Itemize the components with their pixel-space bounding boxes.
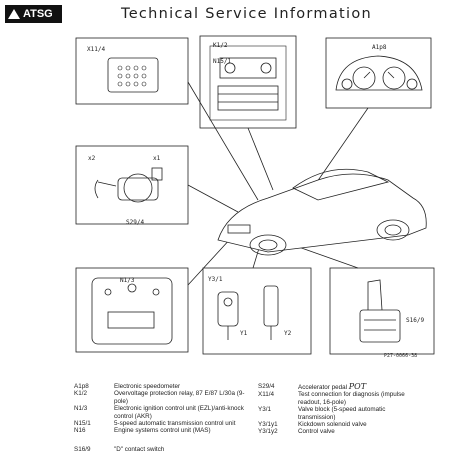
legend-desc: Accelerator pedal bbox=[298, 384, 348, 391]
legend-desc: 5-speed automatic transmission control u… bbox=[114, 420, 236, 428]
legend-row: S29/4 Accelerator pedal POT bbox=[258, 382, 418, 392]
code-y2: Y2 bbox=[284, 330, 292, 337]
legend-code: N15/1 bbox=[74, 420, 91, 428]
legend-extra: S16/9 "D" contact switch bbox=[74, 446, 254, 453]
atsg-logo: ATSG bbox=[5, 5, 62, 23]
legend-left: A1p8 Electronic speedometer K1/2 Overvolta… bbox=[74, 383, 254, 435]
legend-desc: Electronic speedometer bbox=[114, 383, 181, 390]
legend-code: S29/4 bbox=[258, 383, 275, 390]
legend-row: A1p8 Electronic speedometer bbox=[74, 383, 254, 390]
legend-desc-wrap: Accelerator pedal POT bbox=[298, 382, 418, 392]
code-n15-1: N15/1 bbox=[213, 58, 232, 65]
code-x11-4: X11/4 bbox=[87, 46, 106, 53]
code-x1: x1 bbox=[153, 155, 161, 162]
legend-code: N16 bbox=[74, 427, 86, 435]
legend-desc: Valve block (5-speed automatic transmiss… bbox=[298, 406, 386, 421]
legend-code: Y3/1y1 bbox=[258, 421, 278, 429]
legend-code: K1/2 bbox=[74, 390, 87, 398]
code-s16-9: S16/9 bbox=[406, 317, 425, 324]
legend-desc: Test connection for diagnosis (impulse r… bbox=[298, 391, 405, 406]
logo-text: ATSG bbox=[23, 8, 53, 20]
legend-row: K1/2 Overvoltage protection relay, 87 E/8… bbox=[74, 390, 254, 405]
handwritten-note: POT bbox=[348, 382, 367, 391]
figure-number: P27-0066-38 bbox=[384, 353, 418, 359]
legend-desc: Overvoltage protection relay, 87 E/87 L/… bbox=[114, 390, 245, 405]
legend-desc: "D" contact switch bbox=[114, 446, 165, 453]
code-s29-4: S29/4 bbox=[126, 219, 145, 226]
logo-triangle-icon bbox=[8, 9, 20, 19]
legend-desc: Control valve bbox=[298, 428, 335, 436]
legend-code: Y3/1y2 bbox=[258, 428, 278, 436]
code-k1-2: K1/2 bbox=[213, 42, 228, 49]
legend-row: Y3/1y2 Control valve bbox=[258, 428, 418, 435]
legend-row: X11/4 Test connection for diagnosis (impu… bbox=[258, 391, 418, 406]
legend-desc: Kickdown solenoid valve bbox=[298, 421, 367, 429]
legend-row: N1/3 Electronic ignition control unit (EZ… bbox=[74, 405, 254, 420]
legend-desc: Electronic ignition control unit (EZL)/a… bbox=[114, 405, 244, 420]
legend-row: S16/9 "D" contact switch bbox=[74, 446, 254, 453]
legend-code: N1/3 bbox=[74, 405, 88, 413]
legend-row: N15/1 5-speed automatic transmission cont… bbox=[74, 420, 254, 427]
code-n1-3: N1/3 bbox=[120, 277, 135, 284]
legend-code: X11/4 bbox=[258, 391, 274, 399]
legend-desc: Engine systems control unit (MAS) bbox=[114, 427, 211, 435]
legend-right: S29/4 Accelerator pedal POT X11/4 Test con… bbox=[258, 383, 418, 436]
page-title: Technical Service Information bbox=[121, 6, 373, 22]
code-y1: Y1 bbox=[240, 330, 248, 337]
legend-row: N16 Engine systems control unit (MAS) bbox=[74, 427, 254, 434]
vehicle-component-diagram bbox=[75, 35, 435, 355]
legend-code: A1p8 bbox=[74, 383, 89, 390]
code-a1p8: A1p8 bbox=[372, 44, 387, 51]
legend-row: Y3/1y1 Kickdown solenoid valve bbox=[258, 421, 418, 428]
legend-row: Y3/1 Valve block (5-speed automatic trans… bbox=[258, 406, 418, 421]
legend-code: S16/9 bbox=[74, 446, 91, 453]
legend-code: Y3/1 bbox=[258, 406, 271, 414]
code-y3-1: Y3/1 bbox=[208, 276, 223, 283]
code-x2: x2 bbox=[88, 155, 96, 162]
